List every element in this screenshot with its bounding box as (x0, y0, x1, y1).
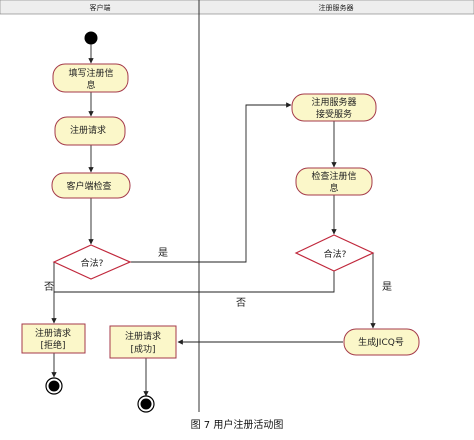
rejected-object: 注册请求 [拒绝] (21, 323, 86, 354)
success-line2: [成功] (130, 343, 155, 355)
final-node-success (137, 395, 155, 413)
server-no-label: 否 (236, 297, 246, 309)
server-accept-action: 注用服务器 接受服务 (291, 93, 377, 122)
server-accept-line2: 接受服务 (316, 108, 352, 120)
check-info-line2: 息 (329, 182, 338, 194)
figure-caption: 图 7 用户注册活动图 (191, 418, 284, 431)
client-yes-label: 是 (158, 247, 168, 259)
fill-info-line2: 息 (86, 79, 95, 91)
success-object: 注册请求 [成功] (109, 325, 177, 359)
edge-server-no (54, 271, 335, 293)
client-decision: 合法? (52, 244, 132, 280)
client-no-label: 否 (44, 281, 54, 293)
fill-info-line1: 填写注册信 (68, 67, 113, 79)
client-decision-label: 合法? (81, 257, 104, 269)
rejected-line2: [拒绝] (40, 339, 65, 351)
client-check-action: 客户端检查 (51, 172, 131, 199)
swimlanes: 客户端 注册服务器 (0, 0, 474, 412)
final-node-rejected (45, 377, 63, 395)
server-accept-line1: 注用服务器 (311, 96, 356, 108)
generate-id-label: 生成JICQ号 (358, 336, 404, 348)
edges (51, 44, 376, 397)
server-yes-label: 是 (382, 281, 392, 293)
generate-id-action: 生成JICQ号 (343, 328, 420, 356)
check-info-action: 检查注册信 息 (295, 167, 373, 196)
initial-node (84, 31, 98, 45)
check-info-line1: 检查注册信 (311, 170, 356, 182)
fill-info-action: 填写注册信 息 (52, 63, 129, 93)
success-line1: 注册请求 (125, 330, 161, 342)
client-lane-title: 客户端 (90, 3, 111, 12)
rejected-line1: 注册请求 (35, 327, 71, 339)
register-request-label: 注册请求 (70, 124, 106, 136)
server-decision: 合法? (294, 234, 375, 272)
server-lane-title: 注册服务器 (319, 3, 354, 12)
server-decision-label: 合法? (324, 248, 347, 260)
lane-header-bar (0, 0, 474, 15)
register-request-action: 注册请求 (54, 116, 126, 146)
client-check-label: 客户端检查 (66, 180, 111, 192)
edge-client-yes (130, 102, 292, 263)
